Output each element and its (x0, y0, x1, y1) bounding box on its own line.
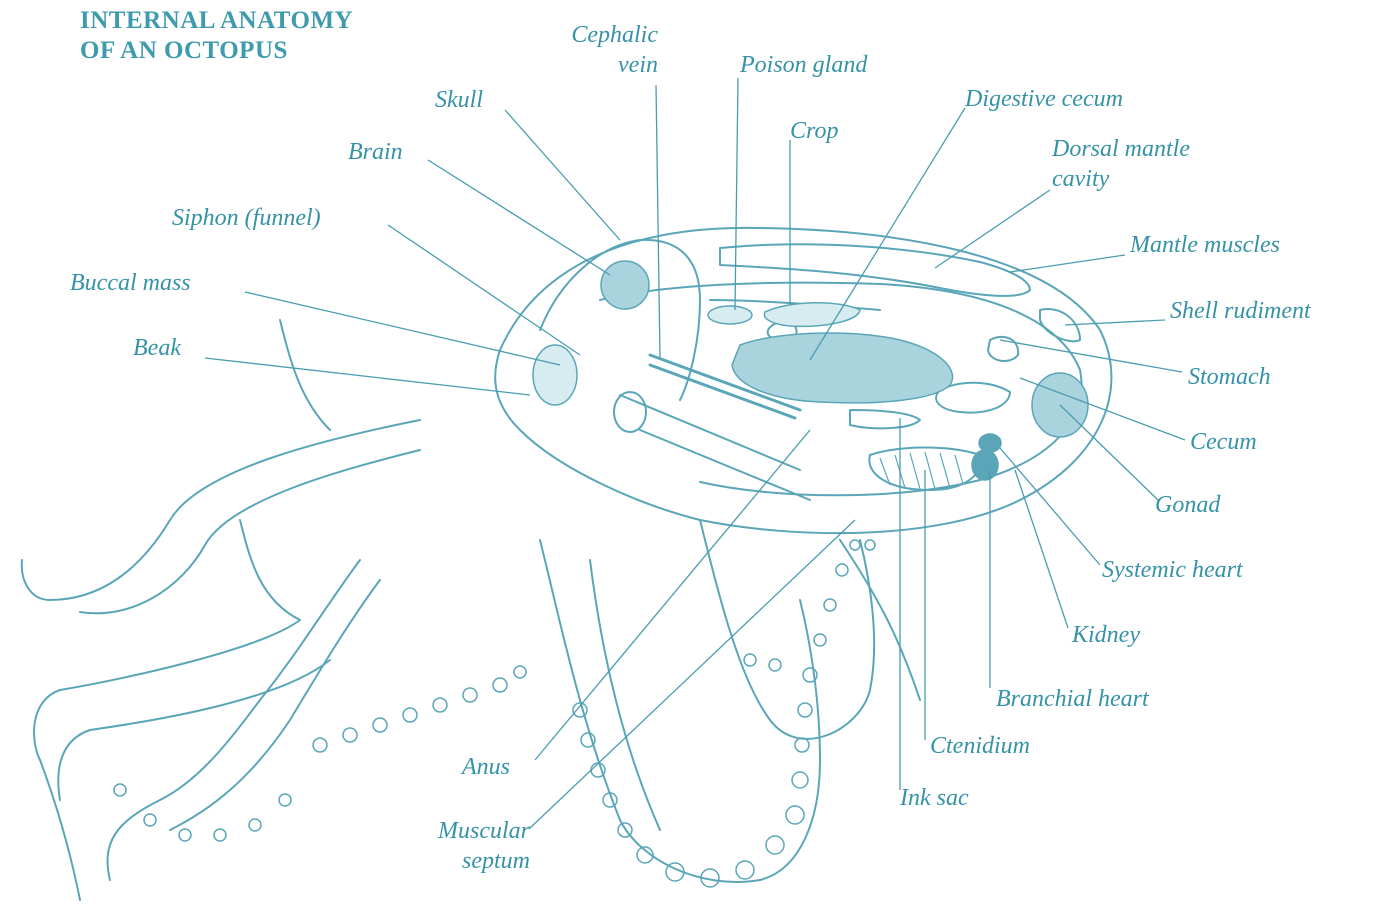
label-ink-sac: Ink sac (900, 783, 969, 813)
branchial-heart-organ (972, 450, 998, 480)
label-cecum: Cecum (1190, 427, 1257, 457)
label-ctenidium: Ctenidium (930, 731, 1030, 761)
leader-stomach (1000, 340, 1182, 372)
poison-gland-organ (708, 306, 752, 324)
label-buccal-mass: Buccal mass (70, 268, 191, 298)
leader-kidney (1015, 470, 1068, 628)
leader-siphon (388, 225, 580, 355)
leader-systemic-heart (1000, 448, 1100, 565)
leader-brain (428, 160, 610, 275)
label-siphon: Siphon (funnel) (172, 203, 321, 233)
label-cephalic-vein: Cephalic vein (520, 20, 658, 80)
arm-1 (22, 420, 420, 600)
label-skull: Skull (435, 85, 483, 115)
leader-muscular-septum (530, 520, 855, 828)
leader-cephalic-vein (656, 85, 660, 358)
label-gonad: Gonad (1155, 490, 1220, 520)
leader-poison-gland (735, 78, 738, 310)
leader-beak (205, 358, 530, 395)
diagram-title: INTERNAL ANATOMY OF AN OCTOPUS (80, 6, 353, 66)
title-line-1: INTERNAL ANATOMY (80, 6, 353, 36)
leader-mantle-muscles (1010, 255, 1125, 272)
arm-6 (280, 320, 330, 430)
label-kidney: Kidney (1072, 620, 1140, 650)
label-dorsal-mantle-cavity: Dorsal mantle cavity (1052, 134, 1190, 194)
label-beak: Beak (133, 333, 181, 363)
digestive-cecum-organ (732, 333, 953, 403)
label-branchial-heart: Branchial heart (996, 684, 1149, 714)
label-systemic-heart: Systemic heart (1102, 555, 1243, 585)
leader-skull (505, 110, 620, 240)
systemic-heart-organ (979, 434, 1001, 452)
label-poison-gland: Poison gland (740, 50, 867, 80)
leader-shell-rudiment (1065, 320, 1165, 325)
label-mantle-muscles: Mantle muscles (1130, 230, 1280, 260)
arm-3 (540, 540, 820, 882)
leader-anus (535, 430, 810, 760)
buccal-mass-organ (533, 345, 577, 405)
label-brain: Brain (348, 137, 403, 167)
label-stomach: Stomach (1188, 362, 1271, 392)
leader-dorsal-mantle (935, 190, 1050, 268)
title-line-2: OF AN OCTOPUS (80, 36, 353, 66)
crop-organ (764, 303, 860, 327)
arm-5 (840, 540, 920, 700)
label-crop: Crop (790, 116, 838, 146)
label-muscular-septum: Muscular septum (395, 816, 530, 876)
leader-gonad (1060, 405, 1158, 500)
label-shell-rudiment: Shell rudiment (1170, 296, 1311, 326)
label-anus: Anus (462, 752, 510, 782)
leader-buccal-mass (245, 292, 560, 365)
label-digestive-cecum: Digestive cecum (965, 84, 1123, 114)
brain-organ (601, 261, 649, 309)
